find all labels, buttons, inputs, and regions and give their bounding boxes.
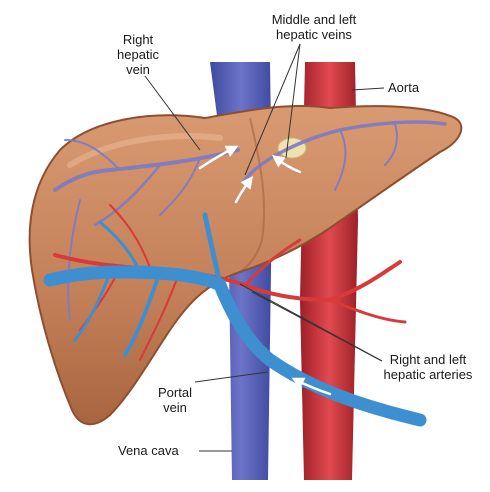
label-middle-left-line-1: Middle and left <box>254 12 374 27</box>
label-arteries-line-1: Right and left <box>368 352 488 367</box>
label-vena-cava: Vena cava <box>118 443 179 458</box>
label-right-hepatic-vein-line-2: hepatic <box>108 47 168 62</box>
label-arteries-line-2: hepatic arteries <box>368 367 488 382</box>
label-right-hepatic-vein-line-3: vein <box>108 62 168 77</box>
label-aorta: Aorta <box>388 80 419 95</box>
leader-aorta <box>352 88 384 90</box>
label-right-hepatic-vein: Right hepatic vein <box>108 32 168 77</box>
label-middle-left-line-2: hepatic veins <box>254 27 374 42</box>
label-portal-vein-line-1: Portal <box>150 385 200 400</box>
label-middle-left-hepatic-veins: Middle and left hepatic veins <box>254 12 374 42</box>
label-right-left-hepatic-arteries: Right and left hepatic arteries <box>368 352 488 382</box>
label-right-hepatic-vein-line-1: Right <box>108 32 168 47</box>
label-portal-vein-line-2: vein <box>150 400 200 415</box>
label-portal-vein: Portal vein <box>150 385 200 415</box>
